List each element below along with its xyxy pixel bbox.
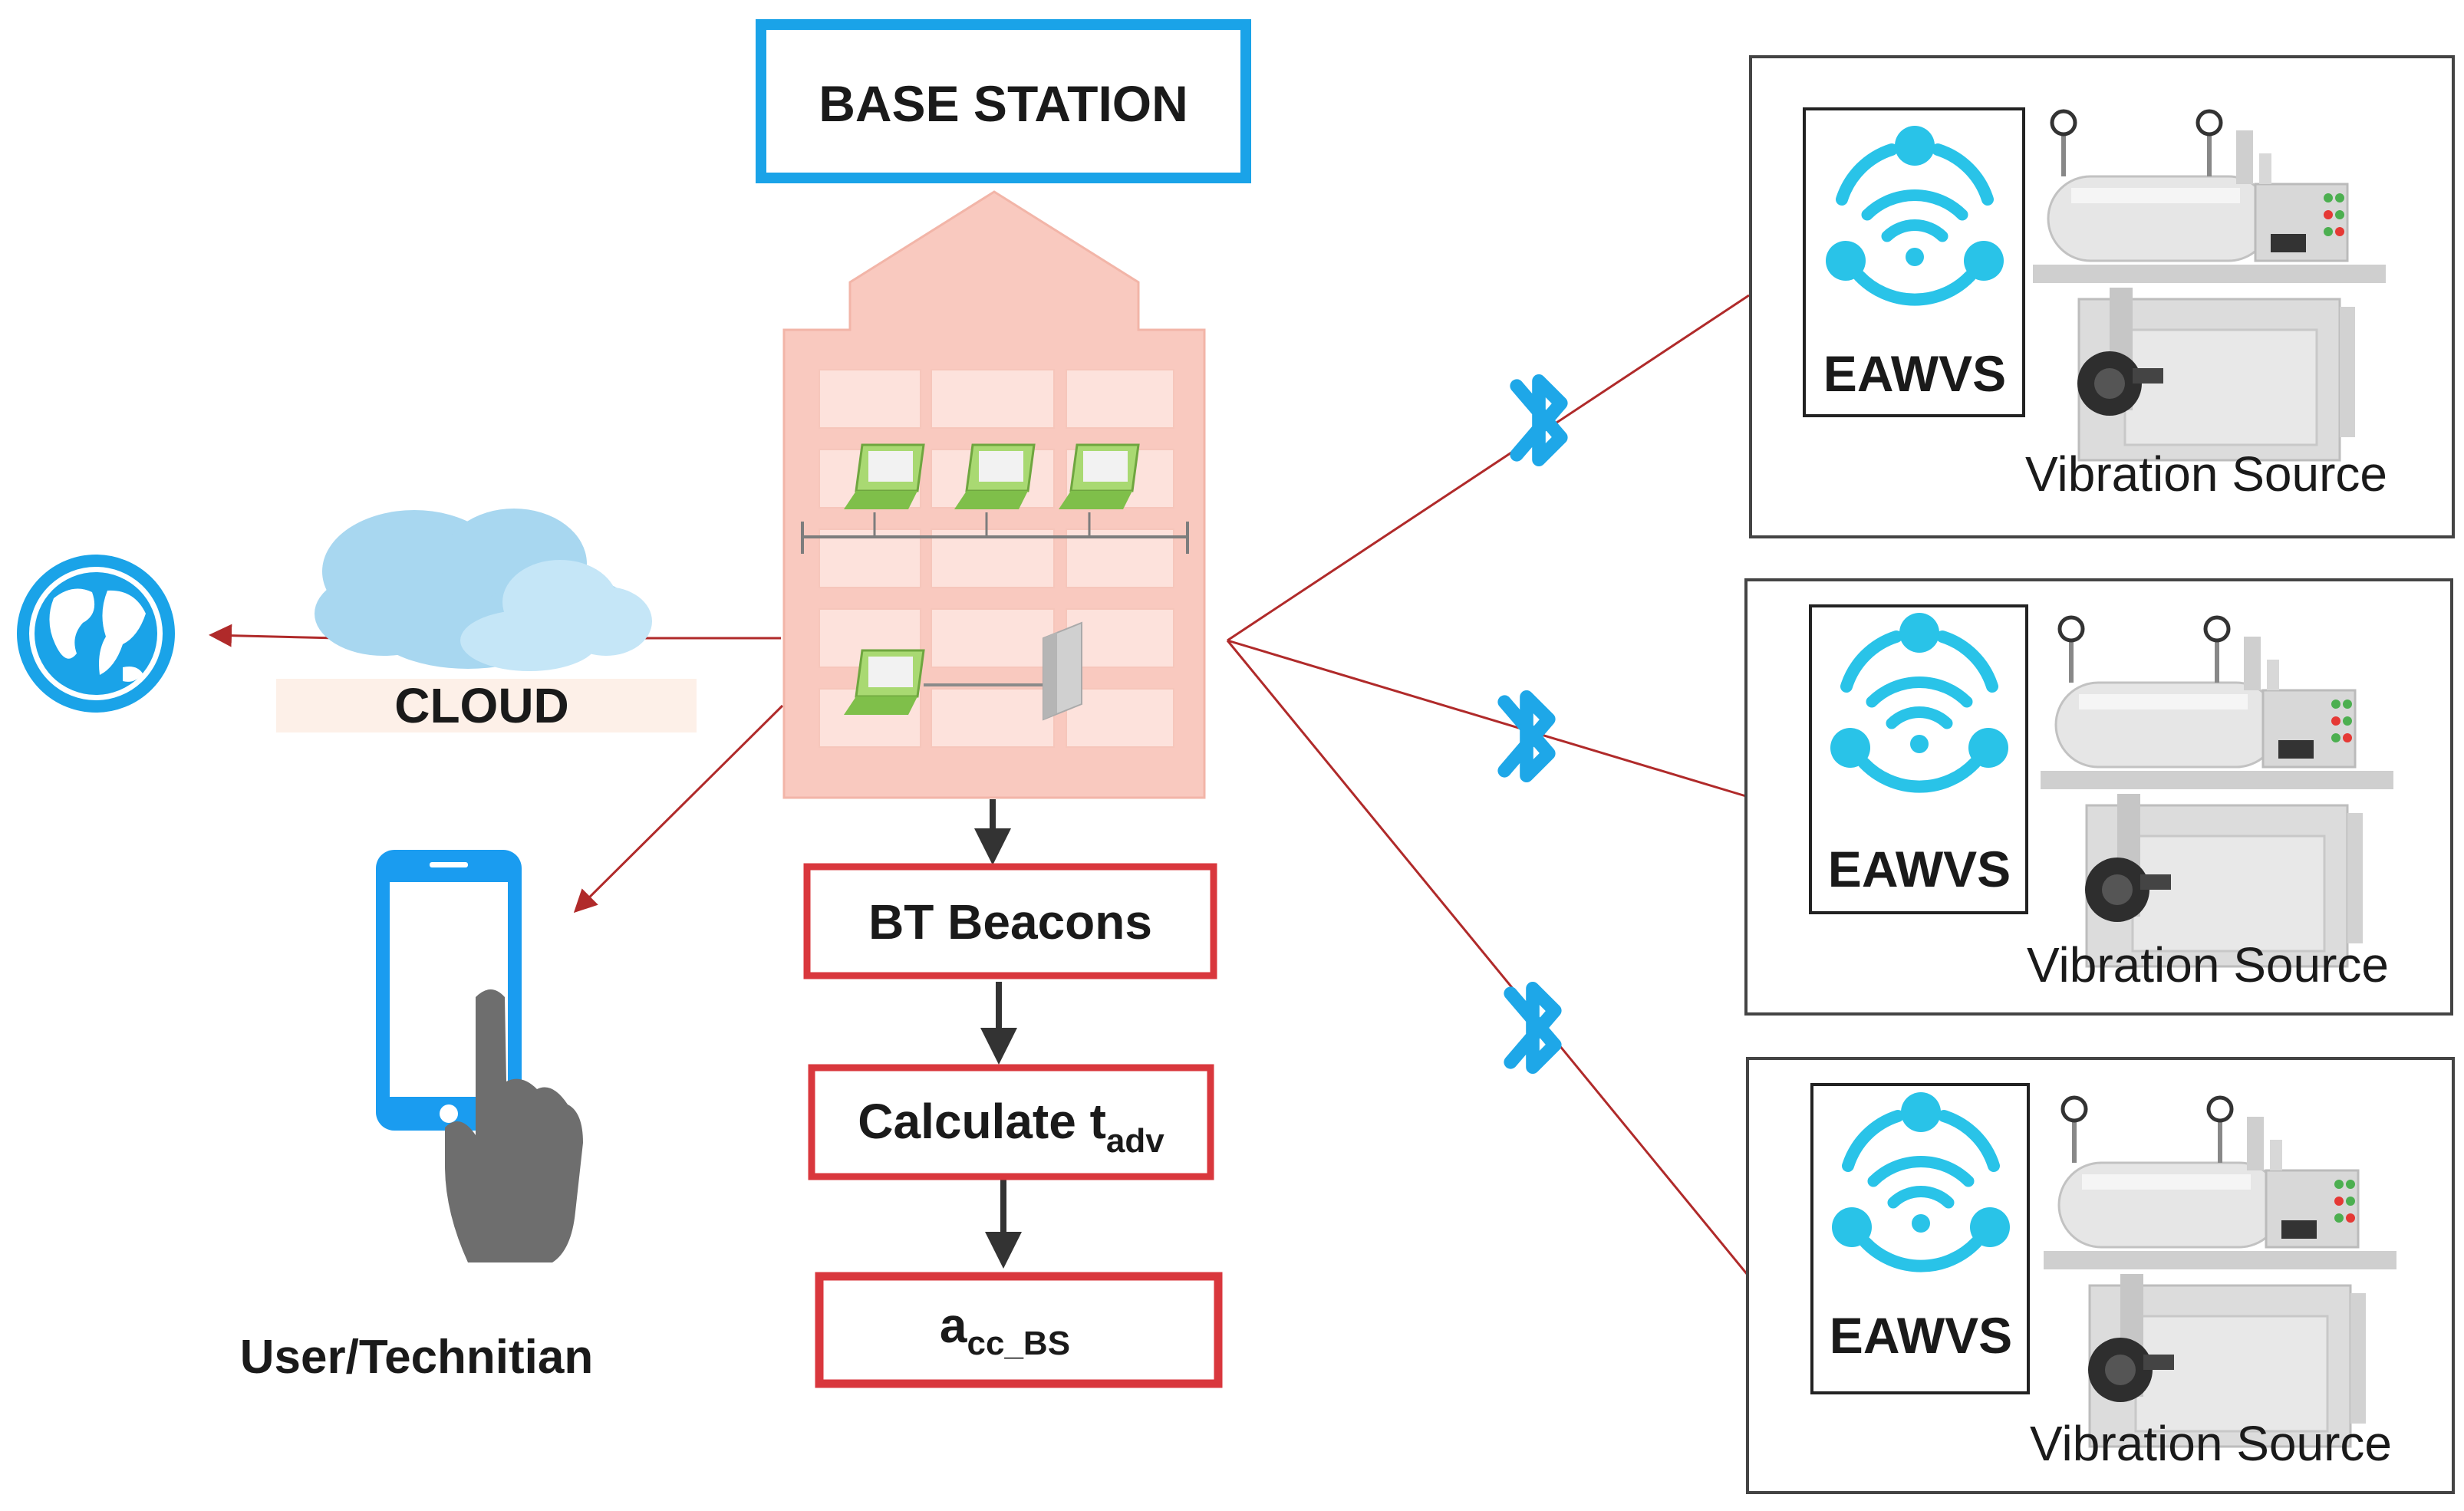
link-base-user xyxy=(573,704,784,914)
eawvs-label: EAWVS xyxy=(1828,841,2011,897)
bluetooth-icon xyxy=(1517,381,1561,459)
connection-lines xyxy=(209,294,1750,1276)
link-cloud-globe xyxy=(209,624,338,647)
base-station-label: BASE STATION xyxy=(819,75,1188,132)
vibration-source-2: EAWVS Vibration Source xyxy=(1744,578,2453,1016)
bluetooth-icon xyxy=(1504,697,1549,775)
flow-arrows xyxy=(974,799,1022,1269)
acc-box: acc_BS xyxy=(815,1272,1223,1388)
calculate-label: Calculate t xyxy=(858,1094,1106,1149)
server-icon xyxy=(1043,621,1082,721)
user-label: User/Technitian xyxy=(240,1331,594,1384)
building-icon xyxy=(782,190,1206,799)
globe-icon xyxy=(17,555,175,713)
link-base-source-1 xyxy=(1227,294,1750,642)
vibration-source-label: Vibration Source xyxy=(2025,446,2387,502)
acc-label: a xyxy=(940,1298,967,1353)
svg-text:Calculate tadv: Calculate tadv xyxy=(858,1094,1164,1160)
cloud-icon: CLOUD xyxy=(276,509,697,733)
link-base-source-3 xyxy=(1226,640,1749,1276)
bluetooth-icon xyxy=(1510,989,1555,1067)
link-base-source-2 xyxy=(1227,639,1747,798)
bt-beacons-box: BT Beacons xyxy=(803,863,1217,979)
eawvs-label: EAWVS xyxy=(1830,1307,2012,1364)
base-station-title-box: BASE STATION xyxy=(756,19,1251,183)
acc-subscript: cc_BS xyxy=(967,1325,1071,1362)
bt-beacons-label: BT Beacons xyxy=(868,894,1152,950)
calculate-box: Calculate tadv xyxy=(808,1064,1214,1180)
vibration-source-1: EAWVS Vibration Source xyxy=(1749,55,2455,538)
vibration-source-label: Vibration Source xyxy=(2027,937,2389,993)
svg-text:acc_BS: acc_BS xyxy=(940,1298,1070,1362)
hand-icon xyxy=(445,989,583,1262)
vibration-source-label: Vibration Source xyxy=(2030,1416,2392,1471)
eawvs-label: EAWVS xyxy=(1823,345,2006,402)
vibration-source-3: EAWVS Vibration Source xyxy=(1746,1057,2455,1494)
calculate-subscript: adv xyxy=(1106,1122,1164,1160)
cloud-label: CLOUD xyxy=(394,678,569,733)
